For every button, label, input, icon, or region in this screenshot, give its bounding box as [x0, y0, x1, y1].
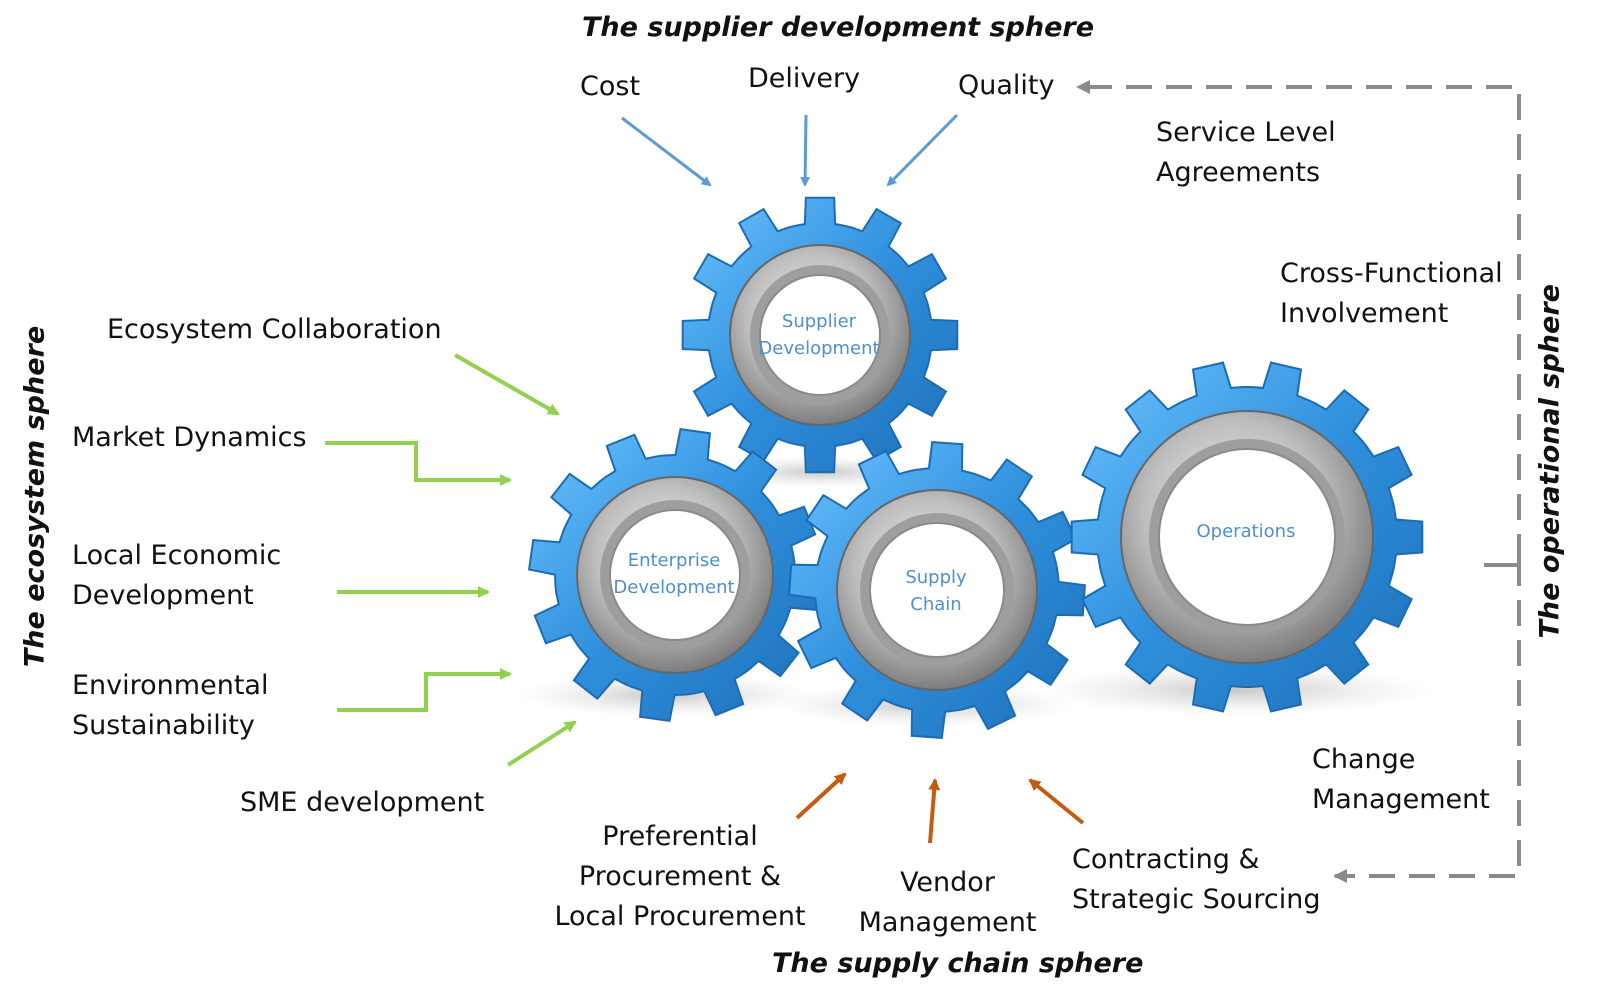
arrow-ecosystem-collaboration: [454, 353, 560, 416]
gear-label-enterprise-1: Enterprise: [628, 550, 721, 571]
label-involvement: Involvement: [1280, 298, 1449, 329]
label-local-economic: Local Economic: [72, 540, 282, 571]
dashed-loop-top: [1076, 80, 1521, 560]
gear-operations-hole: [1158, 448, 1336, 626]
label-service-level: Service Level: [1156, 117, 1336, 148]
label-sustainability: Sustainability: [72, 710, 255, 741]
gear-label-enterprise-2: Development: [613, 577, 734, 598]
label-management-right: Management: [1312, 784, 1490, 815]
arrow-quality: [886, 113, 959, 187]
arrow-preferential-procurement: [795, 772, 847, 820]
arrow-contracting: [1028, 778, 1085, 825]
label-environmental: Environmental: [72, 670, 269, 701]
label-sme-development: SME development: [240, 787, 485, 818]
gear-supply-chain-hole: [869, 522, 1005, 658]
label-strategic-sourcing: Strategic Sourcing: [1072, 884, 1321, 915]
label-cost: Cost: [580, 71, 641, 102]
arrow-cost: [621, 116, 712, 187]
gear-supplier-development-hole: [759, 274, 881, 396]
arrow-delivery: [800, 114, 811, 187]
label-procurement: Procurement &: [578, 861, 782, 892]
gear-label-supplier-1: Supplier: [782, 311, 857, 332]
gear-label-supply-2: Chain: [910, 594, 961, 615]
label-development: Development: [72, 580, 254, 611]
gear-shadow: [1035, 664, 1435, 716]
label-delivery: Delivery: [748, 63, 861, 94]
label-ecosystem-collaboration: Ecosystem Collaboration: [107, 314, 442, 345]
label-local-procurement: Local Procurement: [554, 901, 806, 932]
label-vendor: Vendor: [900, 867, 995, 898]
label-preferential: Preferential: [602, 821, 758, 852]
sphere-title-ecosystem: The ecosystem sphere: [19, 325, 51, 668]
gear-operations: [1070, 361, 1424, 713]
arrow-sme-development: [506, 720, 577, 767]
gear-enterprise-development-hole: [609, 509, 741, 641]
gear-label-operations: Operations: [1197, 521, 1296, 542]
sphere-title-supplier-development: The supplier development sphere: [582, 12, 1095, 43]
gear-supplier-development: [681, 196, 959, 474]
label-agreements: Agreements: [1156, 157, 1321, 188]
sphere-title-operational: The operational sphere: [1534, 284, 1566, 639]
arrow-vendor-management: [928, 778, 941, 844]
label-cross-functional: Cross-Functional: [1280, 258, 1503, 289]
gear-enterprise-development: [527, 427, 823, 723]
label-market-dynamics: Market Dynamics: [72, 422, 307, 453]
sphere-title-supply-chain: The supply chain sphere: [772, 948, 1144, 979]
gear-supply-chain: [788, 441, 1086, 739]
gear-label-supplier-2: Development: [758, 338, 879, 359]
dashed-loop-bottom: [1333, 560, 1521, 883]
arrow-environmental-sustainability: [337, 668, 512, 712]
label-contracting: Contracting &: [1072, 844, 1260, 875]
arrow-market-dynamics: [325, 441, 512, 486]
label-management-bottom: Management: [858, 907, 1037, 938]
gear-label-supply-1: Supply: [905, 567, 967, 588]
label-change: Change: [1312, 744, 1416, 775]
label-quality: Quality: [958, 70, 1055, 101]
